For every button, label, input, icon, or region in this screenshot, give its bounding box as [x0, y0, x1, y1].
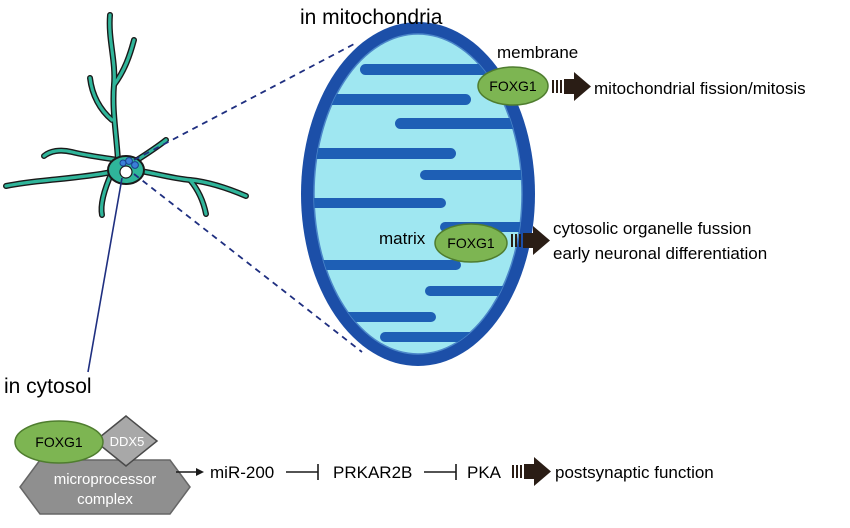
microprocessor-complex-shape [19, 459, 191, 515]
pathway-pka: PKA [467, 463, 502, 482]
membrane-label: membrane [497, 43, 578, 62]
membrane-effect: mitochondrial fission/mitosis [594, 79, 806, 98]
heading-mitochondria: in mitochondria [300, 6, 443, 29]
complex-label-line2: complex [77, 491, 133, 508]
zoom-lines [133, 42, 363, 353]
cristae [314, 64, 522, 342]
pathway-mir200: miR-200 [210, 463, 274, 482]
mitochondrion [301, 22, 535, 366]
matrix-label: matrix [379, 229, 426, 248]
ddx5-label: DDX5 [110, 434, 145, 449]
ddx5-shape [93, 415, 159, 467]
matrix-foxg1-protein [434, 223, 508, 263]
neuron-illustration [3, 12, 249, 218]
pka-arrow-icon [512, 457, 551, 486]
pathway-prkar2b: PRKAR2B [333, 463, 412, 482]
matrix-foxg1-label: FOXG1 [447, 235, 495, 251]
heading-cytosol: in cytosol [4, 375, 92, 398]
membrane-arrow-icon [552, 72, 591, 101]
membrane-foxg1-protein [477, 66, 549, 106]
complex-label-line1: microprocessor [54, 471, 157, 488]
cytosol-effect: postsynaptic function [555, 463, 714, 482]
inhibition-bar-icon [286, 464, 319, 480]
matrix-effect-line1: cytosolic organelle fussion [553, 219, 751, 238]
cytosol-foxg1-label: FOXG1 [35, 434, 83, 450]
inhibition-bar-icon-2 [424, 464, 457, 480]
membrane-foxg1-label: FOXG1 [489, 78, 537, 94]
activation-arrow-icon [176, 468, 204, 476]
matrix-arrow-icon [511, 226, 550, 255]
neuron-nucleus [119, 165, 133, 179]
matrix-effect-line2: early neuronal differentiation [553, 244, 767, 263]
cytosol-foxg1-protein [14, 420, 104, 464]
cytosol-pointer-line [87, 177, 123, 373]
